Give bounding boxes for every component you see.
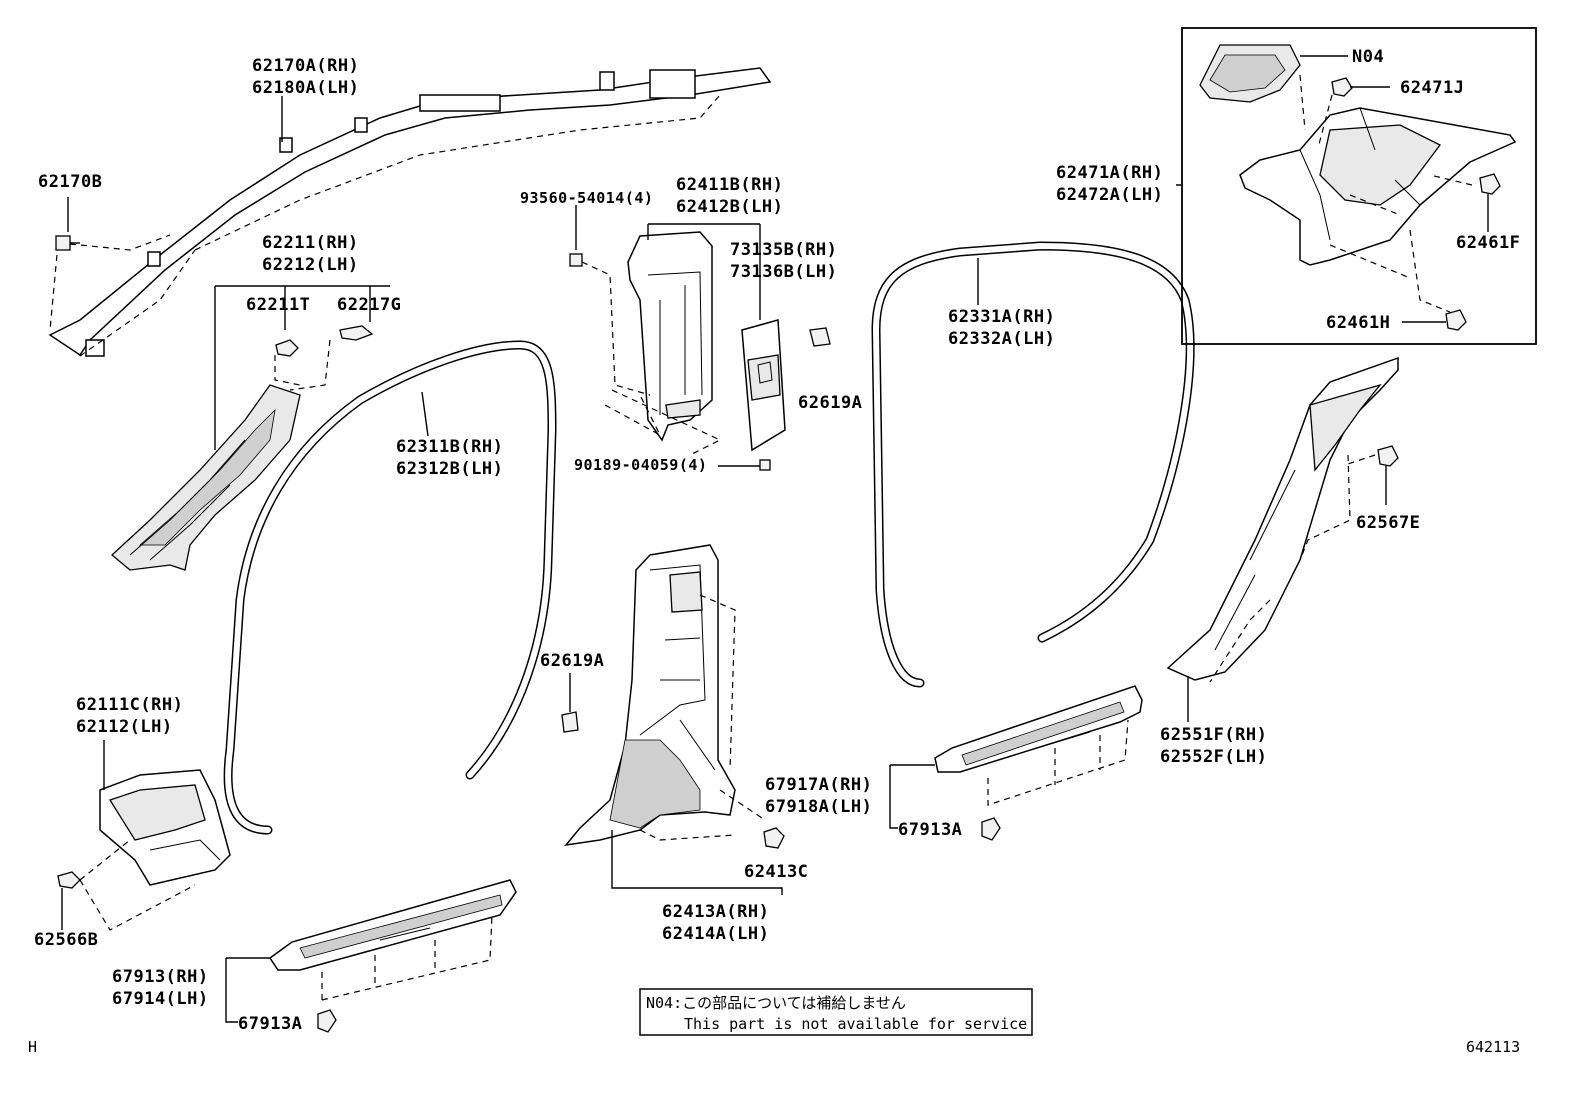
rear-pillar-garnish: [1166, 356, 1399, 681]
clip-62461h: [1402, 309, 1467, 331]
label-67918a: 67918A(LH): [765, 797, 872, 817]
label-62619a-mid: 62619A: [540, 651, 604, 671]
corner-mark: H: [28, 1038, 37, 1056]
label-67917a: 67917A(RH): [765, 775, 872, 795]
bolt-62170b: [55, 197, 80, 251]
label-62180a: 62180A(LH): [252, 78, 359, 98]
label-62552f: 62552F(LH): [1160, 747, 1267, 767]
clip-67913a-left: [317, 1009, 337, 1033]
rear-scuff-plate: [934, 685, 1143, 773]
nut-90189: [718, 459, 771, 471]
label-62170a: 62170A(RH): [252, 56, 359, 76]
quarter-trim-panel: [1199, 44, 1517, 266]
clip-62413c: [763, 827, 785, 849]
clip-62619a-mid: [561, 673, 579, 733]
center-pillar-lower-garnish: [564, 544, 736, 847]
label-n04: N04: [1352, 47, 1384, 67]
label-62472a: 62472A(LH): [1056, 185, 1163, 205]
label-67913a-left: 67913A: [238, 1014, 302, 1034]
label-67913: 67913(RH): [112, 967, 209, 987]
label-62211t: 62211T: [246, 295, 310, 315]
label-73135b: 73135B(RH): [730, 240, 837, 260]
label-62211: 62211(RH): [262, 233, 359, 253]
clip-67913a-right: [981, 817, 1001, 841]
quarter-trim-inset-box: [1181, 27, 1537, 345]
label-62312b: 62312B(LH): [396, 459, 503, 479]
not-serviceable-note: N04:この部品については補給しません This part is not ava…: [639, 988, 1033, 1036]
label-73136b: 73136B(LH): [730, 262, 837, 282]
label-90189: 90189-04059(4): [574, 456, 707, 474]
label-93560: 93560-54014(4): [520, 189, 653, 207]
front-pillar-garnish: [111, 384, 301, 571]
diagram-number: 642113: [1466, 1038, 1520, 1056]
label-67913a-right: 67913A: [898, 820, 962, 840]
label-62217g: 62217G: [337, 295, 401, 315]
clip-62619a-top: [809, 327, 831, 347]
clip-62461f: [1479, 173, 1501, 232]
note-line-english: This part is not available for service: [684, 1015, 1027, 1033]
label-62212: 62212(LH): [262, 255, 359, 275]
note-line-japanese: N04:この部品については補給しません: [646, 994, 906, 1012]
label-62413c: 62413C: [744, 862, 808, 882]
label-62414a: 62414A(LH): [662, 924, 769, 944]
label-62461h: 62461H: [1326, 313, 1390, 333]
label-62311b: 62311B(RH): [396, 437, 503, 457]
label-62413a: 62413A(RH): [662, 902, 769, 922]
label-62332a: 62332A(LH): [948, 329, 1055, 349]
label-62551f: 62551F(RH): [1160, 725, 1267, 745]
label-62567e: 62567E: [1356, 513, 1420, 533]
pillar-cover-73135b: [741, 319, 786, 452]
label-62566b: 62566B: [34, 930, 98, 950]
label-62411b: 62411B(RH): [676, 175, 783, 195]
clip-62566b: [57, 871, 81, 930]
label-62170b: 62170B: [38, 172, 102, 192]
label-62461f: 62461F: [1456, 233, 1520, 253]
cowl-side-trim: [99, 769, 231, 886]
label-62619a-top: 62619A: [798, 393, 862, 413]
front-door-weatherstrip: [223, 340, 557, 835]
front-scuff-plate: [268, 879, 517, 971]
curtain-airbag-assembly: [48, 67, 772, 357]
rear-door-weatherstrip: [871, 241, 1195, 688]
clip-62211t: [275, 339, 299, 357]
label-62471a: 62471A(RH): [1056, 163, 1163, 183]
clip-62471j: [1331, 77, 1353, 97]
label-62471j: 62471J: [1400, 78, 1464, 98]
screw-93560: [569, 205, 583, 267]
center-pillar-upper-garnish: [627, 231, 713, 442]
label-62112: 62112(LH): [76, 717, 173, 737]
label-62111c: 62111C(RH): [76, 695, 183, 715]
clip-62567e: [1377, 445, 1399, 505]
label-62412b: 62412B(LH): [676, 197, 783, 217]
label-67914: 67914(LH): [112, 989, 209, 1009]
clip-62217g: [339, 325, 374, 341]
label-62331a: 62331A(RH): [948, 307, 1055, 327]
